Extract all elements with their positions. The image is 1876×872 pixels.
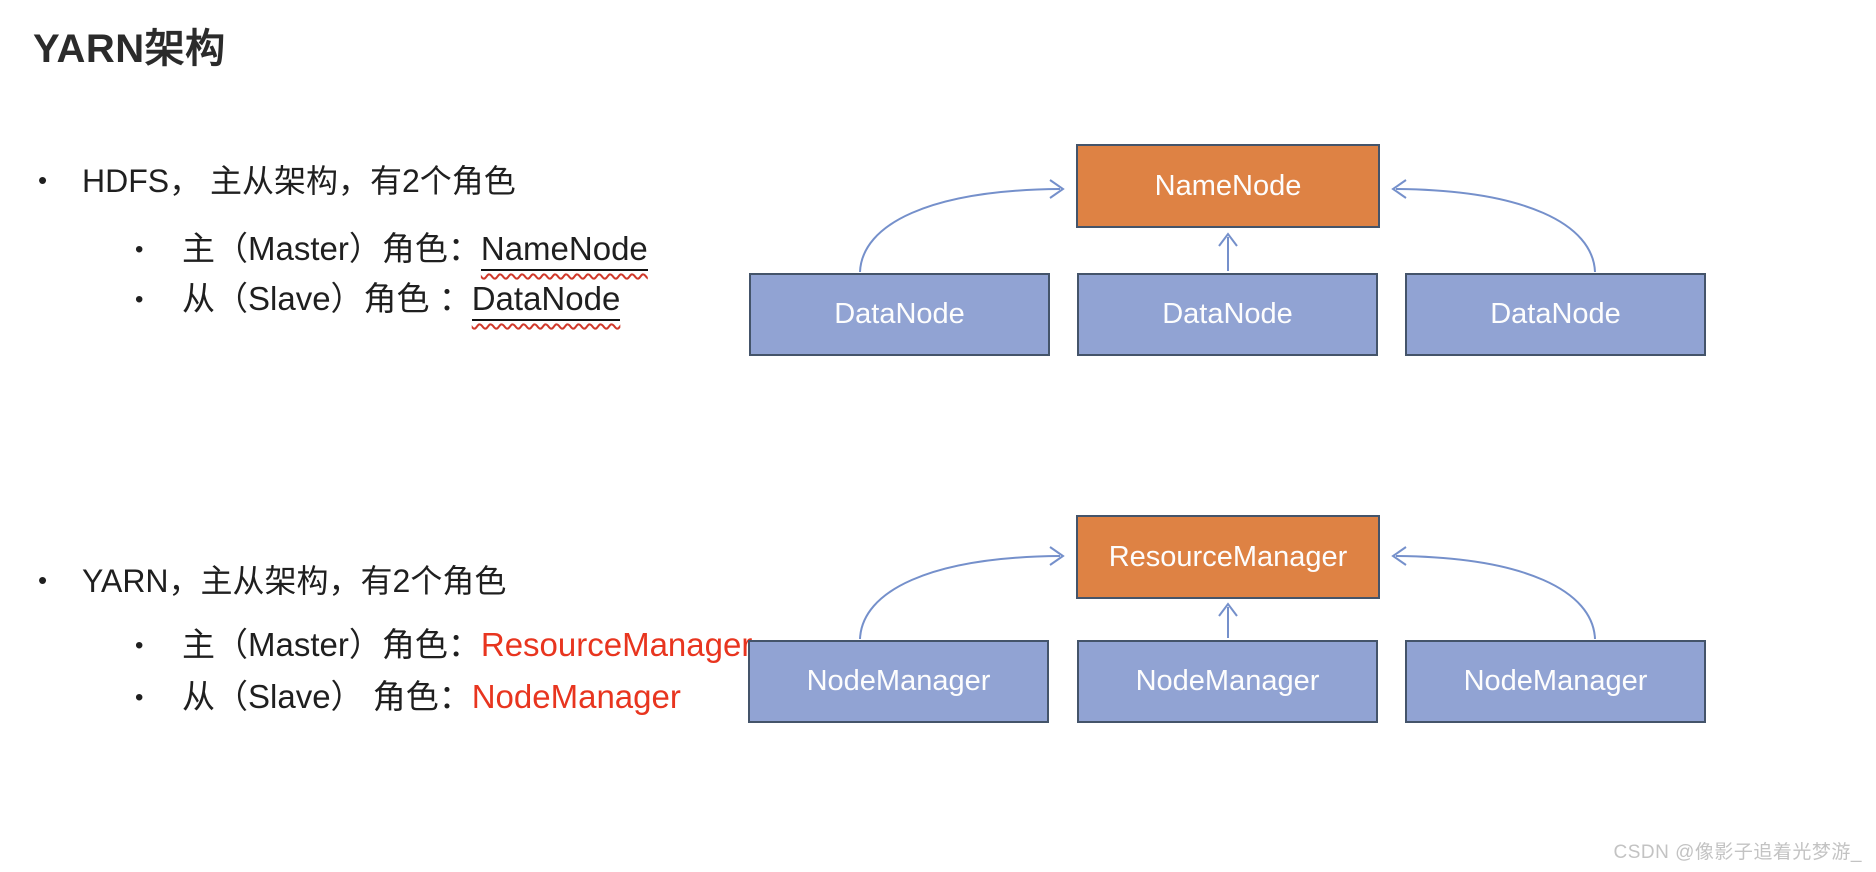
hdfs-heading: HDFS， 主从架构，有2个角色	[82, 163, 516, 199]
arrow-right-curve	[1395, 555, 1596, 640]
arrow-mid-head	[1218, 232, 1238, 247]
arrow-left-curve	[859, 188, 1061, 273]
page-title: YARN架构	[33, 27, 226, 71]
hdfs-slave-prefix: 从（Slave）角色 ：	[182, 280, 472, 317]
watermark: CSDN @像影子追着光梦游_	[1613, 842, 1862, 863]
arrow-left-head	[1049, 546, 1065, 566]
bullet-icon: •	[135, 236, 144, 263]
nodemanager-box-3: NodeManager	[1405, 640, 1706, 723]
hdfs-master-prefix: 主（Master）角色：	[182, 230, 481, 267]
datanode-box-3: DataNode	[1405, 273, 1706, 356]
nodemanager-box-2: NodeManager	[1077, 640, 1378, 723]
yarn-master-line: • 主（Master）角色：ResourceManager	[135, 618, 752, 666]
datanode-box-2: DataNode	[1077, 273, 1378, 356]
resourcemanager-box: ResourceManager	[1076, 515, 1380, 599]
bullet-icon: •	[135, 286, 144, 313]
yarn-heading-line: • YARN，主从架构，有2个角色	[38, 556, 506, 602]
bullet-icon: •	[135, 684, 144, 711]
arrow-mid-head	[1218, 602, 1238, 617]
hdfs-slave-line: • 从（Slave）角色 ：DataNode	[135, 272, 621, 321]
arrow-right-head	[1391, 546, 1407, 566]
bullet-icon: •	[38, 165, 48, 195]
namenode-box: NameNode	[1076, 144, 1380, 228]
arrow-left-head	[1049, 179, 1065, 199]
namenode-term: NameNode	[480, 230, 648, 271]
yarn-heading: YARN，主从架构，有2个角色	[82, 563, 507, 599]
resourcemanager-term: ResourceManager	[480, 626, 753, 663]
arrow-left-curve	[859, 555, 1061, 640]
hdfs-master-line: • 主（Master）角色：NameNode	[135, 222, 648, 271]
nodemanager-box-1: NodeManager	[748, 640, 1049, 723]
nodemanager-term: NodeManager	[471, 678, 681, 715]
bullet-icon: •	[38, 565, 48, 595]
bullet-icon: •	[135, 632, 144, 659]
datanode-term: DataNode	[471, 280, 621, 321]
yarn-slave-line: • 从（Slave） 角色：NodeManager	[135, 670, 681, 718]
arrow-right-head	[1391, 179, 1407, 199]
datanode-box-1: DataNode	[749, 273, 1050, 356]
hdfs-heading-line: • HDFS， 主从架构，有2个角色	[38, 156, 516, 202]
arrow-right-curve	[1395, 188, 1596, 273]
yarn-master-prefix: 主（Master）角色：	[182, 626, 481, 663]
yarn-slave-prefix: 从（Slave） 角色：	[182, 678, 472, 715]
